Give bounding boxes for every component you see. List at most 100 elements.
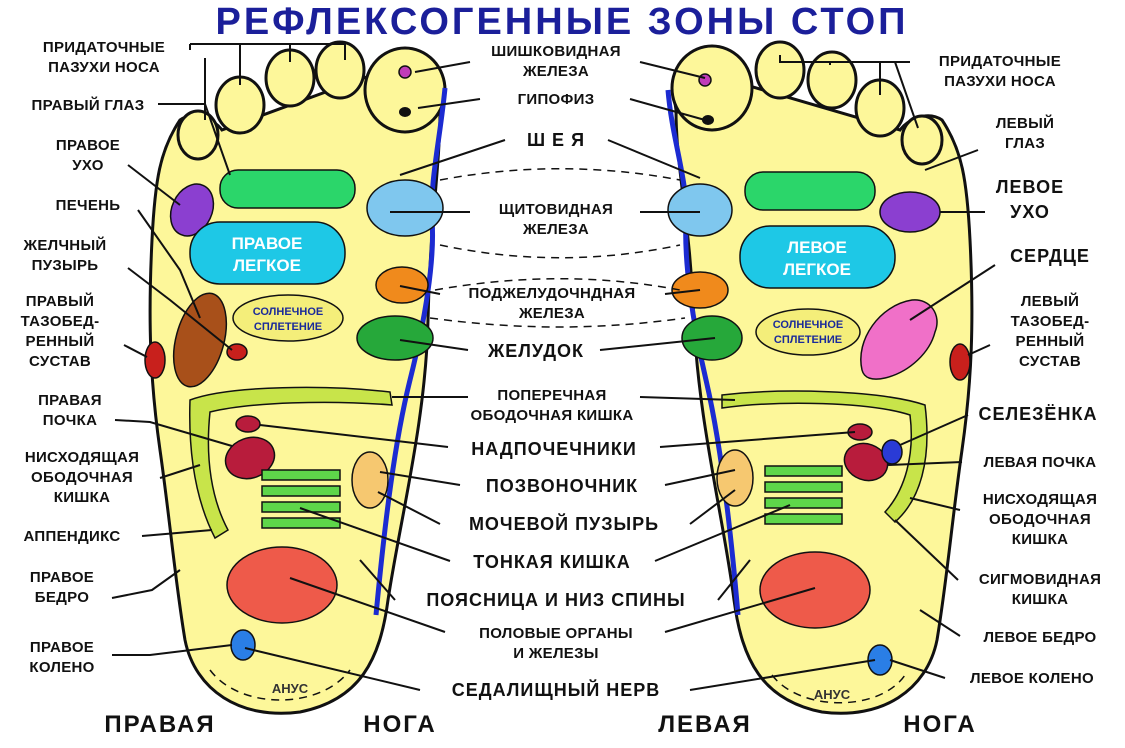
label-left-sinuses-1: ПРИДАТОЧНЫЕ <box>939 53 1061 70</box>
label-left-knee: ЛЕВОЕ КОЛЕНО <box>970 670 1094 687</box>
right-lung-label-2: ЛЕГКОЕ <box>233 256 301 275</box>
left-pineal-dot <box>698 73 712 87</box>
label-stomach: ЖЕЛУДОК <box>487 341 584 361</box>
caption-right-foot-1: ПРАВАЯ <box>104 711 215 738</box>
label-bladder: МОЧЕВОЙ ПУЗЫРЬ <box>469 513 659 534</box>
left-toe-5 <box>900 114 944 166</box>
label-spine: ПОЗВОНОЧНИК <box>486 476 638 496</box>
label-right-eye: ПРАВЫЙ ГЛАЗ <box>32 96 145 114</box>
right-toe-5 <box>176 109 220 161</box>
right-knee-zone <box>230 629 256 661</box>
label-sciatic-nerve: СЕДАЛИЩНЫЙ НЕРВ <box>452 679 661 700</box>
right-foot: ПРАВОЕ ЛЕГКОЕ СОЛНЕЧНОЕ СПЛЕТЕНИЕ АНУС <box>144 40 448 715</box>
label-left-hip-4: СУСТАВ <box>1019 353 1081 370</box>
right-stomach-zone <box>356 315 434 361</box>
left-pituitary-dot <box>702 115 714 125</box>
label-appendix: АППЕНДИКС <box>24 528 121 545</box>
label-sigmoid-2: КИШКА <box>1012 591 1069 608</box>
right-liver-zone <box>172 292 228 388</box>
label-left-colon-3: КИШКА <box>1012 531 1069 548</box>
right-gallbladder-zone <box>226 343 248 361</box>
right-anus-arc <box>209 669 351 701</box>
label-thyroid-1: ЩИТОВИДНАЯ <box>499 201 613 218</box>
label-right-thigh-2: БЕДРО <box>35 589 89 606</box>
right-solar-label-2: СПЛЕТЕНИЕ <box>254 321 322 333</box>
right-solar-label-1: СОЛНЕЧНОЕ <box>253 306 324 318</box>
right-toe-2 <box>314 40 366 100</box>
label-spleen: СЕЛЕЗЁНКА <box>979 404 1098 424</box>
label-left-thigh: ЛЕВОЕ БЕДРО <box>983 629 1096 646</box>
left-column-labels: ПРИДАТОЧНЫЕ ПАЗУХИ НОСА ПРАВЫЙ ГЛАЗ ПРАВ… <box>21 39 165 676</box>
label-right-thigh-1: ПРАВОЕ <box>30 569 94 586</box>
left-ear-zone <box>879 191 941 233</box>
label-left-hip-2: ТАЗОБЕД- <box>1011 313 1090 330</box>
right-small-intestine-zone <box>261 469 341 529</box>
caption-left-foot-2: НОГА <box>903 711 976 738</box>
label-left-colon-1: НИСХОДЯЩАЯ <box>983 491 1097 508</box>
right-thyroid-zone <box>366 179 444 237</box>
label-lower-back: ПОЯСНИЦА И НИЗ СПИНЫ <box>426 590 685 610</box>
right-big-toe <box>363 46 447 134</box>
label-transverse-2: ОБОДОЧНАЯ КИШКА <box>471 407 634 424</box>
left-toe-2 <box>754 40 806 100</box>
right-kidney-zone <box>224 436 276 480</box>
label-heart: СЕРДЦЕ <box>1010 246 1090 266</box>
label-adrenals: НАДПОЧЕЧНИКИ <box>471 439 637 459</box>
label-right-sinuses-1: ПРИДАТОЧНЫЕ <box>43 39 165 56</box>
neck-dash-upper <box>439 168 681 181</box>
left-anus-arc <box>771 674 906 704</box>
label-small-intestine: ТОНКАЯ КИШКА <box>473 552 630 572</box>
right-hip-zone <box>144 341 166 379</box>
label-left-eye-2: ГЛАЗ <box>1005 135 1045 152</box>
right-column-labels: ПРИДАТОЧНЫЕ ПАЗУХИ НОСА ЛЕВЫЙ ГЛАЗ ЛЕВОЕ… <box>939 53 1101 687</box>
label-gallbladder-1: ЖЕЛЧНЫЙ <box>22 236 106 254</box>
stomach-dash <box>429 317 686 328</box>
left-big-toe <box>670 44 754 132</box>
label-left-sinuses-2: ПАЗУХИ НОСА <box>944 73 1056 90</box>
label-right-hip-3: РЕННЫЙ <box>26 332 95 350</box>
left-heart-zone <box>860 299 938 380</box>
label-right-colon-2: ОБОДОЧНАЯ <box>31 469 133 486</box>
left-colon-zone <box>721 390 928 524</box>
right-solar-zone <box>232 294 344 342</box>
left-anus-label: АНУС <box>814 687 851 702</box>
label-pancreas-2: ЖЕЛЕЗА <box>518 305 585 322</box>
caption-right-foot-2: НОГА <box>363 711 436 738</box>
label-right-hip-1: ПРАВЫЙ <box>26 292 94 310</box>
right-lung-label-1: ПРАВОЕ <box>232 234 303 253</box>
left-toe-3 <box>806 50 858 110</box>
right-eye-zone <box>219 169 356 209</box>
label-right-knee-2: КОЛЕНО <box>29 659 94 676</box>
left-solar-zone <box>755 308 861 356</box>
pancreas-dash <box>434 278 681 291</box>
label-left-ear-2: УХО <box>1010 202 1050 222</box>
left-lung-zone <box>739 225 896 289</box>
leader-lines <box>111 43 996 691</box>
label-pineal-1: ШИШКОВИДНАЯ <box>491 43 621 60</box>
label-right-colon-3: КИШКА <box>54 489 111 506</box>
left-lung-label-1: ЛЕВОЕ <box>787 238 847 257</box>
right-pituitary-dot <box>399 107 411 117</box>
label-right-ear-2: УХО <box>72 157 104 174</box>
label-right-kidney-1: ПРАВАЯ <box>38 392 102 409</box>
label-transverse-1: ПОПЕРЕЧНАЯ <box>497 387 606 404</box>
left-spleen-zone <box>881 439 903 465</box>
label-liver: ПЕЧЕНЬ <box>56 197 121 214</box>
label-right-hip-4: СУСТАВ <box>29 353 91 370</box>
left-small-intestine-zone <box>764 465 843 525</box>
left-genitals-zone <box>759 551 871 629</box>
right-pineal-dot <box>398 65 412 79</box>
label-right-hip-2: ТАЗОБЕД- <box>21 313 100 330</box>
neck-dash-lower <box>439 244 681 259</box>
label-neck: Ш Е Я <box>527 130 585 150</box>
right-pancreas-zone <box>375 266 429 304</box>
label-sigmoid-1: СИГМОВИДНАЯ <box>979 571 1101 588</box>
center-labels: ШИШКОВИДНАЯ ЖЕЛЕЗА ГИПОФИЗ Ш Е Я ЩИТОВИД… <box>426 43 685 700</box>
label-right-kidney-2: ПОЧКА <box>43 412 97 429</box>
diagram-title: РЕФЛЕКСОГЕННЫЕ ЗОНЫ СТОП <box>215 1 908 43</box>
left-eye-zone <box>744 171 876 211</box>
left-thyroid-zone <box>667 183 733 237</box>
label-left-eye-1: ЛЕВЫЙ <box>996 114 1054 132</box>
right-bladder-zone <box>351 451 389 509</box>
label-pituitary: ГИПОФИЗ <box>518 91 595 108</box>
